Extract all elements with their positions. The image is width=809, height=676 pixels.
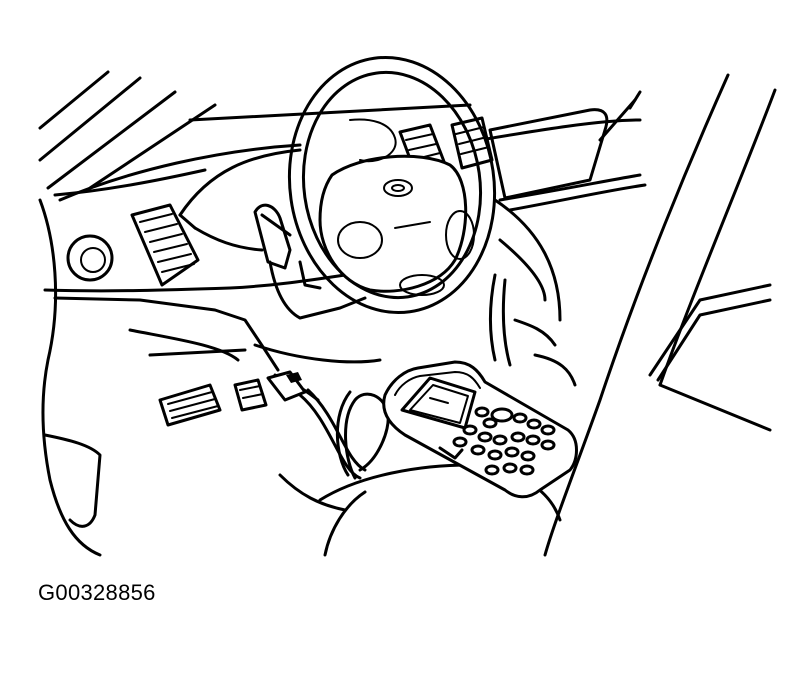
glovebox xyxy=(488,108,609,322)
scan-tool-device xyxy=(382,360,578,499)
pedals xyxy=(158,378,268,427)
steering-wheel xyxy=(287,55,497,315)
figure-code: G00328856 xyxy=(38,580,156,605)
dashboard-outline xyxy=(43,90,647,372)
round-side-vent xyxy=(66,234,114,282)
left-air-vent xyxy=(130,203,200,287)
diagnostic-cable xyxy=(266,370,390,480)
instrument-cluster xyxy=(178,148,302,252)
windshield-pillar-lines xyxy=(38,70,472,190)
steering-column xyxy=(253,203,367,320)
right-door-frame xyxy=(543,73,777,557)
